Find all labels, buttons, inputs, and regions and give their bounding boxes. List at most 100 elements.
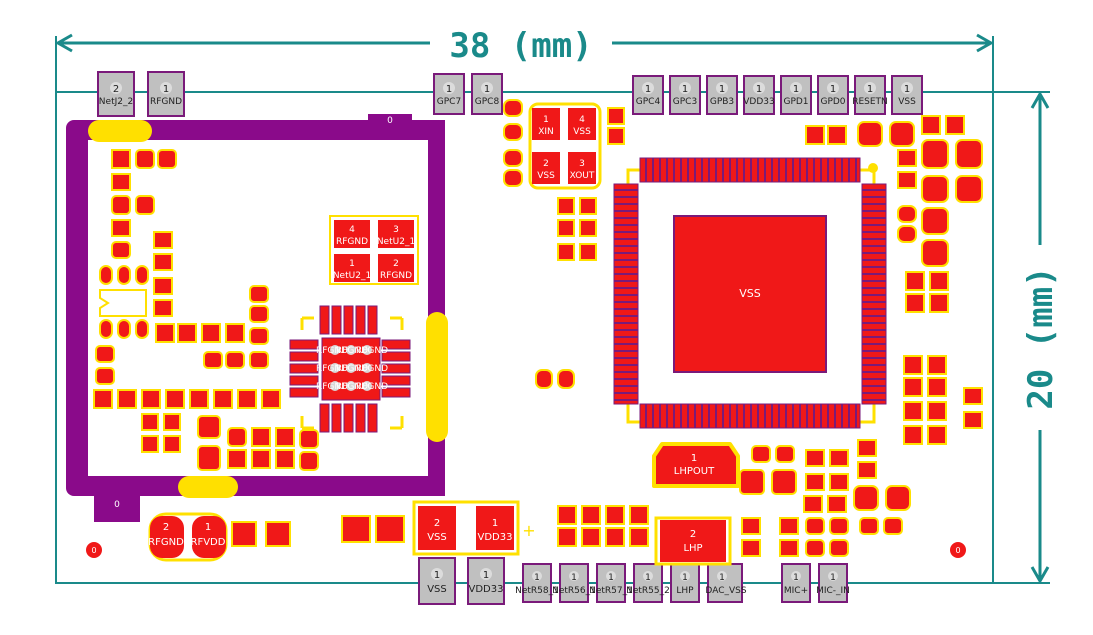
antenna-pin-label: NetU2_1 [377, 237, 415, 247]
antenna-pin-number: 1 [349, 259, 355, 269]
qfn-pad-label: RFGND [356, 346, 388, 356]
header-pin-number: 1 [682, 84, 688, 95]
main-chip-label: VSS [739, 287, 761, 300]
header-pin-number: 2 [113, 84, 119, 95]
shield-mark: 0 [114, 500, 120, 510]
antenna-pin-label: NetU2_1 [333, 271, 371, 281]
header-pin [780, 75, 812, 115]
header-pin [632, 75, 664, 115]
rfvdd-pad-label: RFVDD [191, 537, 226, 548]
lhpout-pad [652, 442, 740, 488]
header-pin-number: 1 [645, 573, 651, 583]
lhp-pad [654, 516, 732, 566]
header-pin-label: GPD1 [783, 97, 808, 107]
header-pin [781, 563, 811, 603]
header-pin [670, 563, 700, 603]
header-pin-number: 1 [830, 573, 836, 583]
crystal-pin-number: 4 [579, 115, 585, 125]
header-pin-label: NetR55_2 [626, 586, 670, 596]
crystal-pin-number: 1 [543, 115, 549, 125]
smd-passives [93, 99, 983, 557]
header-pin-number: 1 [434, 570, 440, 581]
rfvdd-pad-number: 1 [205, 522, 211, 533]
header-pin-number: 1 [446, 84, 452, 95]
qfn-pad-label: RFGND [356, 382, 388, 392]
capacitor-footprint [412, 500, 520, 556]
header-pin [743, 75, 775, 115]
lhp-label: LHP [683, 543, 702, 554]
header-pin-number: 1 [719, 573, 725, 583]
header-pin [854, 75, 886, 115]
header-pin-label: GPB3 [710, 97, 734, 107]
rfgnd-pad-label: RFGND [148, 537, 184, 548]
rf-qfn-chip [289, 305, 411, 433]
shield-can [66, 114, 448, 522]
crystal-pin-label: XOUT [570, 171, 595, 181]
header-pin [522, 563, 552, 603]
shield-mark: 0 [387, 116, 393, 126]
header-pin-label: VSS [898, 97, 916, 107]
header-pin-number: 1 [756, 84, 762, 95]
header-pin [817, 75, 849, 115]
header-pin [633, 563, 663, 603]
antenna-pin-label: RFGND [380, 271, 412, 281]
crystal-pin-label: VSS [537, 171, 555, 181]
header-pin-number: 1 [904, 84, 910, 95]
header-pin-label: NetR58_1 [515, 586, 559, 596]
header-pin-label: MIC-_IN [816, 586, 850, 596]
header-pin [707, 563, 743, 603]
height-dimension-label: 20 (mm) [1021, 266, 1061, 409]
height-dimension [993, 90, 1050, 585]
mount-hole-label: 0 [955, 546, 960, 555]
qfn-pad-label: RFGND [336, 364, 368, 374]
main-qfp-chip [613, 157, 887, 429]
qfn-pad-label: RFGND [336, 346, 368, 356]
header-pin-number: 1 [484, 84, 490, 95]
header-pin-number: 1 [719, 84, 725, 95]
header-pin [596, 563, 626, 603]
qfn-pad-label: RFGND [316, 364, 348, 374]
qfn-pad-label: RFGND [356, 364, 388, 374]
header-pin [669, 75, 701, 115]
width-dimension [54, 33, 995, 92]
header-pin [147, 71, 185, 117]
vss-pad-label: VSS [427, 532, 447, 543]
header-pin [433, 73, 465, 115]
crystal-outline [528, 102, 602, 190]
header-pin-number: 1 [793, 573, 799, 583]
qfn-pad-label: RFGND [316, 382, 348, 392]
header-pin [891, 75, 923, 115]
header-pin-number: 1 [483, 570, 489, 581]
qfn-pad-label: RFGND [336, 382, 368, 392]
header-pin-number: 1 [793, 84, 799, 95]
header-pin-label: MIC+ [784, 586, 808, 596]
header-pin [818, 563, 848, 603]
crystal-pin-number: 3 [579, 159, 585, 169]
mount-hole [950, 542, 966, 558]
header-pin-label: VDD33 [469, 584, 504, 595]
header-pin-number: 1 [608, 573, 614, 583]
vdd33-pad-number: 1 [492, 518, 498, 529]
header-pin-label: VSS [427, 584, 447, 595]
antenna-pin-label: RFGND [336, 237, 368, 247]
header-pin-number: 1 [682, 573, 688, 583]
header-pin-label: DAC_VSS [705, 586, 746, 596]
header-pin-label: GPC8 [475, 97, 500, 107]
header-pin-label: VDD33 [743, 97, 774, 107]
header-pin [418, 557, 456, 605]
header-pin [559, 563, 589, 603]
header-pin-number: 1 [163, 84, 169, 95]
header-pin-number: 1 [571, 573, 577, 583]
header-pin [471, 73, 503, 115]
antenna-pin-number: 2 [393, 259, 399, 269]
header-pin-number: 1 [830, 84, 836, 95]
header-pin-label: GPD0 [820, 97, 845, 107]
header-pin-label: NetJ2_2 [99, 97, 133, 107]
vss-pad-number: 2 [434, 518, 440, 529]
antenna-footprint [329, 215, 419, 285]
silk-outline [99, 289, 147, 317]
header-pin-number: 1 [645, 84, 651, 95]
qfn-pad-label: RFGND [316, 346, 348, 356]
header-pin-label: RFGND [150, 97, 182, 107]
